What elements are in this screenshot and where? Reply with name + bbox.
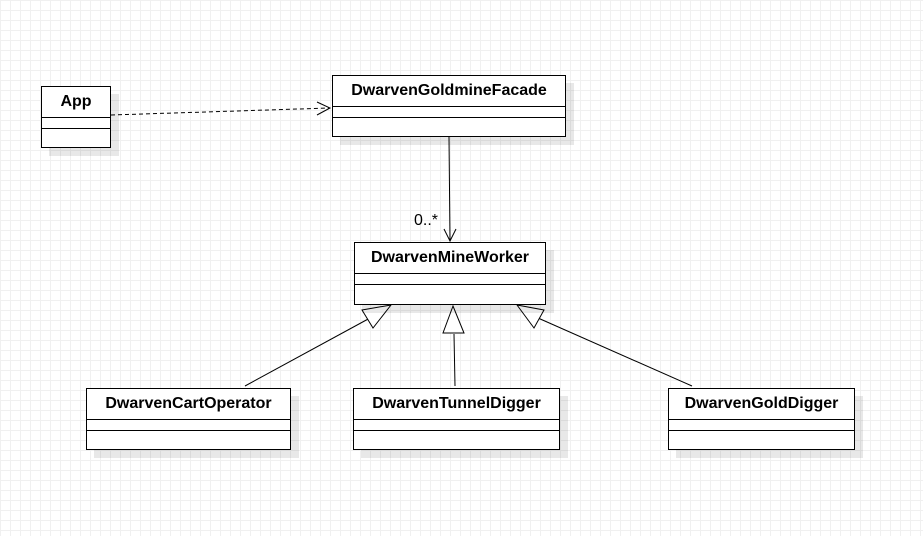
attributes-compartment <box>354 420 559 431</box>
class-dwarven-cart-operator[interactable]: DwarvenCartOperator <box>86 388 291 450</box>
operations-compartment <box>354 431 559 441</box>
generalization-gold-digger[interactable] <box>515 304 693 387</box>
attributes-compartment <box>355 274 545 285</box>
class-name: DwarvenTunnelDigger <box>354 389 559 420</box>
class-name: DwarvenMineWorker <box>355 243 545 274</box>
class-name: DwarvenCartOperator <box>87 389 290 420</box>
operations-compartment <box>355 285 545 295</box>
generalization-tunnel-digger[interactable] <box>442 304 465 387</box>
attributes-compartment <box>669 420 854 431</box>
attributes-compartment <box>42 118 110 129</box>
class-dwarven-tunnel-digger[interactable]: DwarvenTunnelDigger <box>353 388 560 450</box>
attributes-compartment <box>87 420 290 431</box>
class-name: DwarvenGoldmineFacade <box>333 76 565 107</box>
class-dwarven-mine-worker[interactable]: DwarvenMineWorker <box>354 242 546 305</box>
class-dwarven-gold-digger[interactable]: DwarvenGoldDigger <box>668 388 855 450</box>
association-facade-to-worker[interactable] <box>443 136 457 243</box>
class-app[interactable]: App <box>41 86 111 148</box>
class-name: App <box>42 87 110 118</box>
class-name: DwarvenGoldDigger <box>669 389 854 420</box>
operations-compartment <box>87 431 290 441</box>
multiplicity-label: 0..* <box>414 212 438 229</box>
operations-compartment <box>333 118 565 128</box>
attributes-compartment <box>333 107 565 118</box>
dependency-app-to-facade[interactable] <box>110 101 332 116</box>
class-dwarven-goldmine-facade[interactable]: DwarvenGoldmineFacade <box>332 75 566 137</box>
operations-compartment <box>42 129 110 139</box>
generalization-cart-operator[interactable] <box>244 304 393 387</box>
operations-compartment <box>669 431 854 441</box>
